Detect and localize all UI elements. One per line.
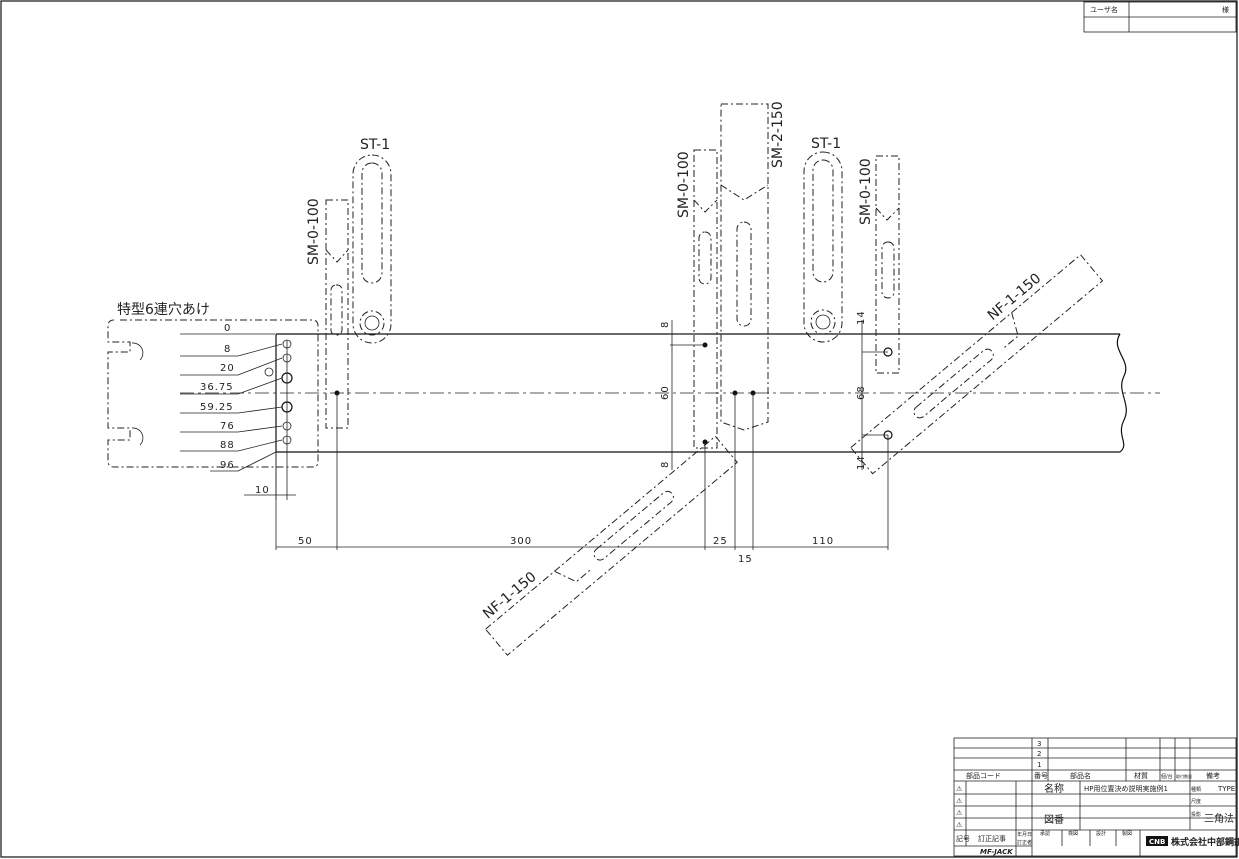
reviser-label: 訂正者 xyxy=(1017,839,1032,846)
nf-1-150-left-label: NF-1-150 xyxy=(480,569,540,623)
dim-left-20: 20 xyxy=(220,363,235,374)
warn-icon-1: ⚠ xyxy=(956,785,963,793)
dim-left-59-25: 59.25 xyxy=(200,402,234,413)
dim-left-96: 96 xyxy=(220,460,235,471)
sm-0-100-middle: SM-0-100 xyxy=(676,149,718,550)
brand-mark: MF-JACK xyxy=(980,848,1013,856)
bdim-300: 300 xyxy=(510,536,532,547)
role-design: 設計 xyxy=(1096,830,1106,837)
warn-icon-4: ⚠ xyxy=(956,821,963,829)
dim-left-36-75: 36.75 xyxy=(200,382,234,393)
nf-1-150-right-label: NF-1-150 xyxy=(985,270,1045,324)
holes6-callout: 特型6連穴あけ xyxy=(117,302,210,318)
user-name-box: ユーザ名 様 xyxy=(1083,1,1237,33)
hdr-per-unit: 個/台 xyxy=(1161,773,1173,780)
sm-0-100-left-label: SM-0-100 xyxy=(306,198,322,265)
spec-value: TYPE xyxy=(1217,785,1235,793)
bdim-50: 50 xyxy=(298,536,313,547)
dim-left-88: 88 xyxy=(220,440,235,451)
size-label: 尺度 xyxy=(1191,798,1201,805)
sm-2-150-label: SM-2-150 xyxy=(770,101,786,168)
bdim-25: 25 xyxy=(713,536,728,547)
drawing-no-label: 図番 xyxy=(1044,814,1064,826)
date-label: 年月日 xyxy=(1017,831,1032,838)
dim-left-8: 8 xyxy=(224,344,231,355)
vertical-dims-middle: 8 60 8 xyxy=(660,320,705,470)
st-1-right-label: ST-1 xyxy=(811,136,841,152)
vdim-14-bottom: 14 xyxy=(856,455,867,470)
name-label: 名称 xyxy=(1044,782,1064,795)
company-logo-text: CNB xyxy=(1149,838,1165,846)
bdim-110: 110 xyxy=(812,536,834,547)
company-name: 株式会社中部鋼鈑 xyxy=(1171,836,1239,848)
pin-mark xyxy=(264,367,274,377)
role-approve: 承認 xyxy=(1040,830,1050,837)
hdr-number: 番号 xyxy=(1034,772,1048,780)
dim-pitch-10: 10 xyxy=(255,485,270,496)
st-1-left-label: ST-1 xyxy=(360,137,390,153)
revision-label: 訂正記事 xyxy=(978,834,1006,843)
role-check: 検図 xyxy=(1068,830,1078,837)
st-1-left: ST-1 xyxy=(352,137,392,344)
sm-0-100-right: SM-0-100 xyxy=(858,155,900,374)
symbol-label: 記号 xyxy=(956,834,970,843)
spec-label: 種類 xyxy=(1191,786,1201,793)
vdim-8-bottom: 8 xyxy=(660,461,671,468)
special-jig-outline: 特型6連穴あけ xyxy=(107,302,319,468)
rev-2: 2 xyxy=(1037,750,1041,758)
hdr-remarks: 備考 xyxy=(1206,771,1220,780)
sm-0-100-middle-label: SM-0-100 xyxy=(676,151,692,218)
title-block: 3 2 1 部品コード 番号 部品名 材質 個/台 取付数量 備考 ⚠ ⚠ ⚠ … xyxy=(953,737,1239,857)
user-name-suffix: 様 xyxy=(1222,5,1229,14)
hdr-qty: 取付数量 xyxy=(1176,773,1192,779)
dim-left-76: 76 xyxy=(220,421,235,432)
company-logo xyxy=(1146,836,1168,846)
warn-icon-2: ⚠ xyxy=(956,797,963,805)
vdim-8-top: 8 xyxy=(660,321,671,328)
vdim-68: 68 xyxy=(856,385,867,400)
projection-value: 三角法 xyxy=(1204,812,1234,825)
rev-1: 1 xyxy=(1037,761,1041,769)
nf-1-150-right: NF-1-150 xyxy=(850,254,1104,475)
user-name-label: ユーザ名 xyxy=(1090,5,1118,14)
role-draft: 製図 xyxy=(1122,830,1132,837)
projection-label: 投影 xyxy=(1191,811,1201,818)
hdr-part-code: 部品コード xyxy=(966,771,1001,780)
hole-column xyxy=(264,339,293,500)
name-value: HP用位置決め説明実施例1 xyxy=(1084,784,1168,793)
vdim-14-top: 14 xyxy=(856,310,867,325)
st-1-right: ST-1 xyxy=(803,136,843,343)
dim-left-0: 0 xyxy=(224,323,231,334)
vertical-dims-right: 14 68 14 xyxy=(856,310,888,470)
vdim-60: 60 xyxy=(660,385,671,400)
sm-2-150: SM-2-150 xyxy=(720,101,786,550)
left-dimensions: 0 8 20 36.75 59.25 76 88 96 10 xyxy=(180,323,296,500)
sm-0-100-right-label: SM-0-100 xyxy=(858,158,874,225)
hdr-part-name: 部品名 xyxy=(1070,771,1091,780)
hdr-material: 材質 xyxy=(1134,771,1148,780)
rev-3: 3 xyxy=(1037,740,1041,748)
sm-0-100-left: SM-0-100 xyxy=(306,198,349,550)
bottom-dimensions: 50 300 25 15 110 xyxy=(275,452,888,565)
bdim-15: 15 xyxy=(738,554,753,565)
warn-icon-3: ⚠ xyxy=(956,809,963,817)
